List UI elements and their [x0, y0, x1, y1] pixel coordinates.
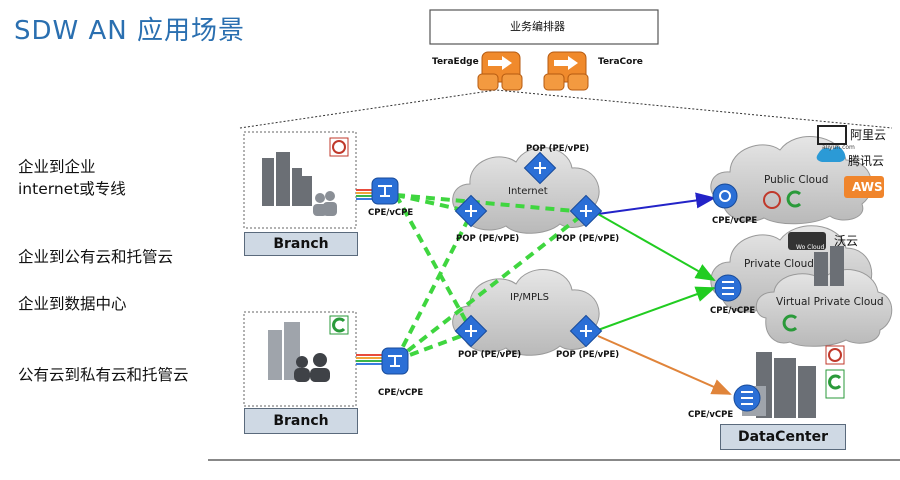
cpe-node-icon — [733, 384, 761, 412]
branch-top-label: Branch — [244, 232, 358, 256]
pop-router-icon — [569, 194, 603, 228]
pop-router-icon — [523, 151, 557, 185]
bank-logo-icon — [786, 190, 802, 208]
aliyun-label: 阿里云 — [850, 128, 887, 142]
building-icon — [814, 246, 844, 286]
internet-cloud-label: Internet — [508, 186, 548, 197]
cpe-node-icon — [371, 177, 399, 205]
pop-label: POP (PE/vPE) — [458, 350, 522, 360]
public-cloud-cpe-label: CPE/vCPE — [712, 216, 758, 226]
public-cloud-label: Public Cloud — [764, 174, 829, 186]
scenario-item-enterprise-to-datacenter: 企业到数据中心 — [18, 295, 127, 313]
aliyun-domain-label: aliyun.com — [822, 144, 855, 151]
wo-cloud-sub-label: Wo Cloud — [796, 244, 825, 251]
branch-bottom-cpe-label: CPE/vCPE — [378, 388, 424, 398]
people-icon — [294, 353, 330, 382]
aws-label: AWS — [852, 180, 883, 194]
tencent-cloud-label: 腾讯云 — [848, 154, 885, 168]
orchestrator-scope-line — [239, 89, 893, 129]
scenario-item-enterprise-to-enterprise: 企业到企业 — [18, 158, 96, 176]
virtual-private-cloud-label: Virtual Private Cloud — [776, 296, 884, 308]
private-cloud-label: Private Cloud — [744, 258, 814, 270]
pop-label: POP (PE/vPE) — [456, 234, 520, 244]
datacenter-label: DataCenter — [720, 424, 846, 450]
scenario-item-internet-or-leased-line: internet或专线 — [18, 180, 126, 198]
pop-router-icon — [569, 314, 603, 348]
link-internet-private-cloud — [597, 213, 716, 281]
page-title: SDW AN 应用场景 — [14, 16, 245, 46]
pop-label: POP (PE/vPE) — [556, 234, 620, 244]
aws-logo-icon — [844, 176, 884, 198]
pop-router-icon — [454, 194, 488, 228]
teraedge-node-icon — [477, 51, 523, 91]
link-mpls-private-cloud — [597, 286, 716, 331]
orchestrator-box — [429, 9, 659, 45]
people-icon — [313, 191, 337, 216]
teraedge-label: TeraEdge — [432, 57, 479, 67]
cpe-node-icon — [381, 347, 409, 375]
building-icon — [268, 322, 300, 380]
pop-label: POP (PE/vPE) — [526, 144, 590, 154]
pop-label: POP (PE/vPE) — [556, 350, 620, 360]
scenario-item-public-to-private-cloud: 公有云到私有云和托管云 — [18, 366, 189, 384]
bank-logo-icon — [782, 314, 798, 332]
datacenter-cpe-label: CPE/vCPE — [688, 410, 734, 420]
wo-cloud-logo-icon — [788, 232, 826, 250]
aliyun-logo-icon — [817, 125, 847, 145]
wo-cloud-label: 沃云 — [834, 234, 859, 248]
link-internet-public-cloud — [597, 192, 716, 215]
pop-router-icon — [454, 314, 488, 348]
cpe-node-icon — [714, 274, 742, 302]
scenario-item-enterprise-to-cloud: 企业到公有云和托管云 — [18, 248, 174, 266]
building-icon — [262, 152, 312, 206]
datacenter-building-icon — [756, 352, 816, 418]
cpe-node-icon — [712, 183, 738, 209]
branch-top-cpe-label: CPE/vCPE — [368, 208, 414, 218]
mpls-cloud-label: IP/MPLS — [510, 292, 549, 303]
orchestrator-label: 业务编排器 — [510, 20, 565, 33]
private-cloud-cpe-label: CPE/vCPE — [710, 306, 756, 316]
tencent-cloud-logo-icon — [816, 146, 846, 162]
icbc-logo-icon — [763, 191, 781, 209]
teracore-label: TeraCore — [598, 57, 643, 67]
link-mpls-datacenter — [597, 335, 732, 395]
teracore-node-icon — [543, 51, 589, 91]
branch-bottom-label: Branch — [244, 408, 358, 434]
virtual-private-cloud-shape — [756, 269, 893, 347]
